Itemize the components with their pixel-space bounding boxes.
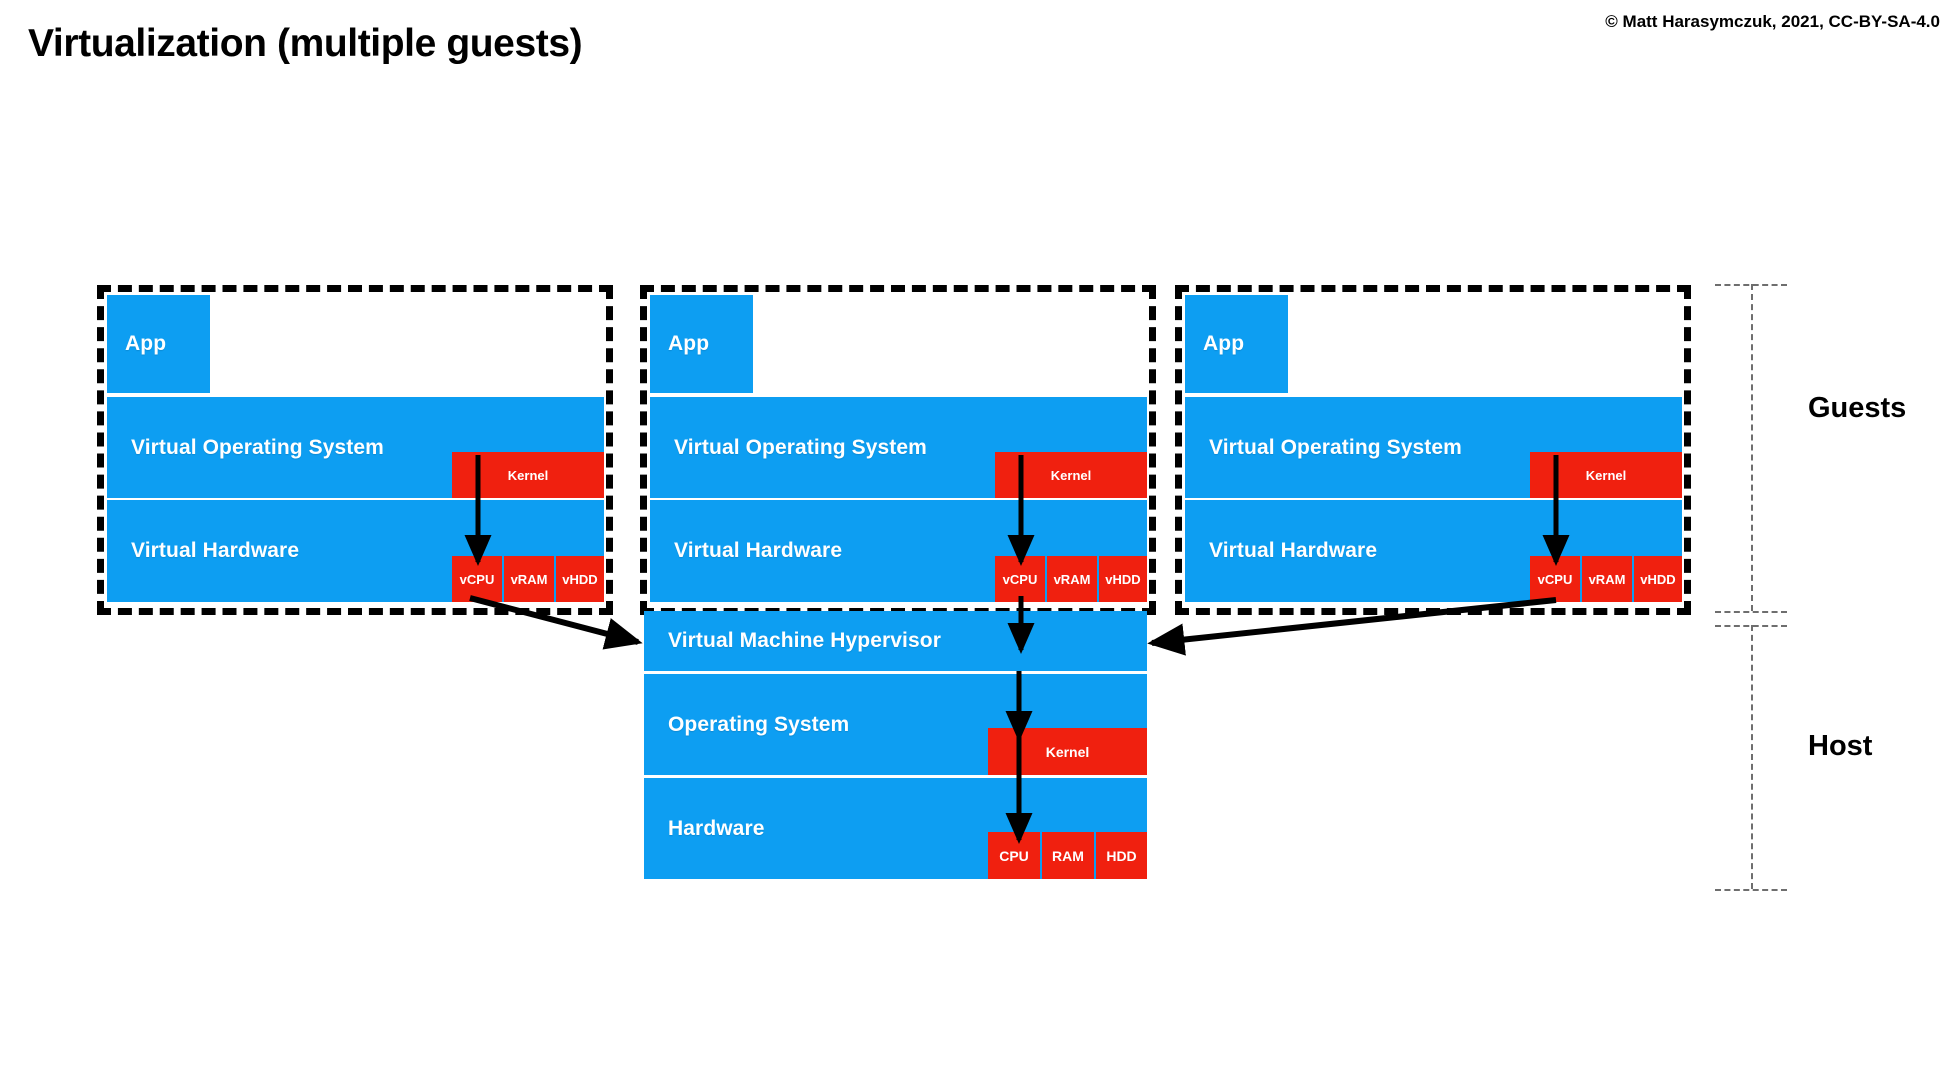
copyright-notice: © Matt Harasymczuk, 2021, CC-BY-SA-4.0: [1605, 12, 1940, 31]
guest-1-vcpu-chip: vCPU: [452, 556, 502, 602]
host-hdd-chip: HDD: [1096, 832, 1147, 879]
guest-3-app-box: App: [1185, 295, 1288, 393]
guests-bracket-bottom-tick: [1715, 611, 1787, 613]
page-title: Virtualization (multiple guests): [28, 22, 583, 65]
host-os-label: Operating System: [668, 712, 850, 736]
guest-1-kernel-chip: Kernel: [452, 452, 604, 498]
guest-2-os-label: Virtual Operating System: [674, 435, 927, 459]
host-bracket-spine: [1751, 625, 1753, 889]
guest-3-hardware-label: Virtual Hardware: [1209, 539, 1378, 562]
guest-3-vram-chip: vRAM: [1582, 556, 1632, 602]
guest-1-vram-chip: vRAM: [504, 556, 554, 602]
guest-2-vhdd-chip: vHDD: [1099, 556, 1147, 602]
guest-1-app-label: App: [125, 332, 167, 355]
guest-2-app-label: App: [668, 332, 710, 355]
guest-3-os-label: Virtual Operating System: [1209, 435, 1462, 459]
guest-3-app-label: App: [1203, 332, 1245, 355]
host-hypervisor-layer: Virtual Machine Hypervisor: [644, 611, 1147, 671]
guest-2-app-box: App: [650, 295, 753, 393]
guest-2-vcpu-chip: vCPU: [995, 556, 1045, 602]
guest-2-hardware-label: Virtual Hardware: [674, 539, 843, 562]
host-hypervisor-label: Virtual Machine Hypervisor: [668, 629, 941, 652]
guest-1-app-box: App: [107, 295, 210, 393]
host-ram-chip: RAM: [1042, 832, 1094, 879]
host-kernel-chip: Kernel: [988, 728, 1147, 775]
guest-3-vcpu-chip: vCPU: [1530, 556, 1580, 602]
host-bracket-bottom-tick: [1715, 889, 1787, 891]
guest-2-vram-chip: vRAM: [1047, 556, 1097, 602]
guest-1-os-label: Virtual Operating System: [131, 435, 384, 459]
guest-1-vhdd-chip: vHDD: [556, 556, 604, 602]
host-cpu-chip: CPU: [988, 832, 1040, 879]
side-label-guests: Guests: [1808, 392, 1907, 424]
guest-container-1: [97, 285, 613, 615]
guest-2-kernel-chip: Kernel: [995, 452, 1147, 498]
guest-3-kernel-chip: Kernel: [1530, 452, 1682, 498]
host-hardware-label: Hardware: [668, 816, 765, 840]
guests-bracket-spine: [1751, 284, 1753, 611]
side-label-host: Host: [1808, 730, 1873, 762]
guest-1-hardware-label: Virtual Hardware: [131, 539, 300, 562]
guest-3-vhdd-chip: vHDD: [1634, 556, 1682, 602]
